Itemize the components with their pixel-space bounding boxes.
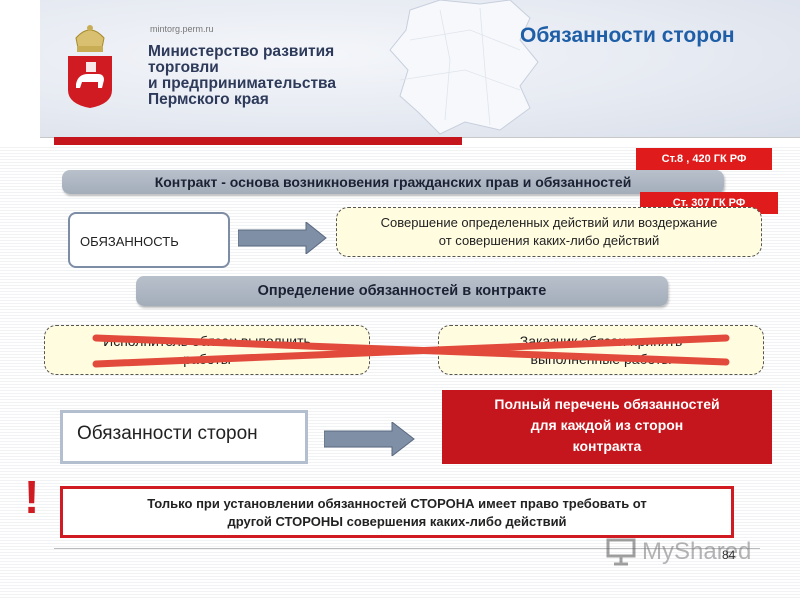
footer-divider <box>54 548 760 549</box>
arrow-right-icon <box>238 222 327 254</box>
ministry-line: Пермского края <box>148 91 269 108</box>
warning-line: другой СТОРОНЫ совершения каких-либо дей… <box>227 514 567 529</box>
definition-bar: Определение обязанностей в контракте <box>136 276 668 306</box>
ministry-line: и предпринимательства <box>148 75 336 92</box>
warning-line: Только при установлении обязанностей СТО… <box>147 496 647 511</box>
article-badge: Ст.8 , 420 ГК РФ <box>636 148 772 170</box>
definition-line: от совершения каких-либо действий <box>438 233 660 248</box>
presentation-icon <box>606 538 636 566</box>
header-background <box>40 0 800 138</box>
coat-of-arms-logo <box>62 18 118 108</box>
arrow-right-icon <box>324 422 415 456</box>
warning-box: Только при установлении обязанностей СТО… <box>60 486 734 538</box>
obligation-label: ОБЯЗАННОСТЬ <box>80 234 179 249</box>
accent-strip <box>54 137 462 145</box>
definition-line: Совершение определенных действий или воз… <box>380 215 718 230</box>
exclamation-mark: ! <box>24 471 40 523</box>
contract-bar: Контракт - основа возникновения гражданс… <box>62 170 724 194</box>
page-number: 84 <box>722 548 736 562</box>
duties-box: Обязанности сторон <box>60 410 308 464</box>
full-list-box: Полный перечень обязанностей для каждой … <box>442 390 772 464</box>
ministry-name: Министерство развития торговли и предпри… <box>148 44 388 108</box>
watermark-text: MyShared <box>642 538 752 565</box>
ministry-line: Министерство развития торговли <box>148 43 335 76</box>
site-url[interactable]: mintorg.perm.ru <box>150 24 214 34</box>
region-map-icon <box>389 0 539 135</box>
full-list-line: для каждой из сторон <box>530 417 684 433</box>
obligation-box: ОБЯЗАННОСТЬ <box>68 212 230 268</box>
full-list-line: Полный перечень обязанностей <box>494 396 720 412</box>
slide-title: Обязанности сторон <box>520 24 735 47</box>
obligation-definition: Совершение определенных действий или воз… <box>336 207 762 257</box>
full-list-line: контракта <box>572 438 642 454</box>
duties-label: Обязанности сторон <box>77 423 258 444</box>
